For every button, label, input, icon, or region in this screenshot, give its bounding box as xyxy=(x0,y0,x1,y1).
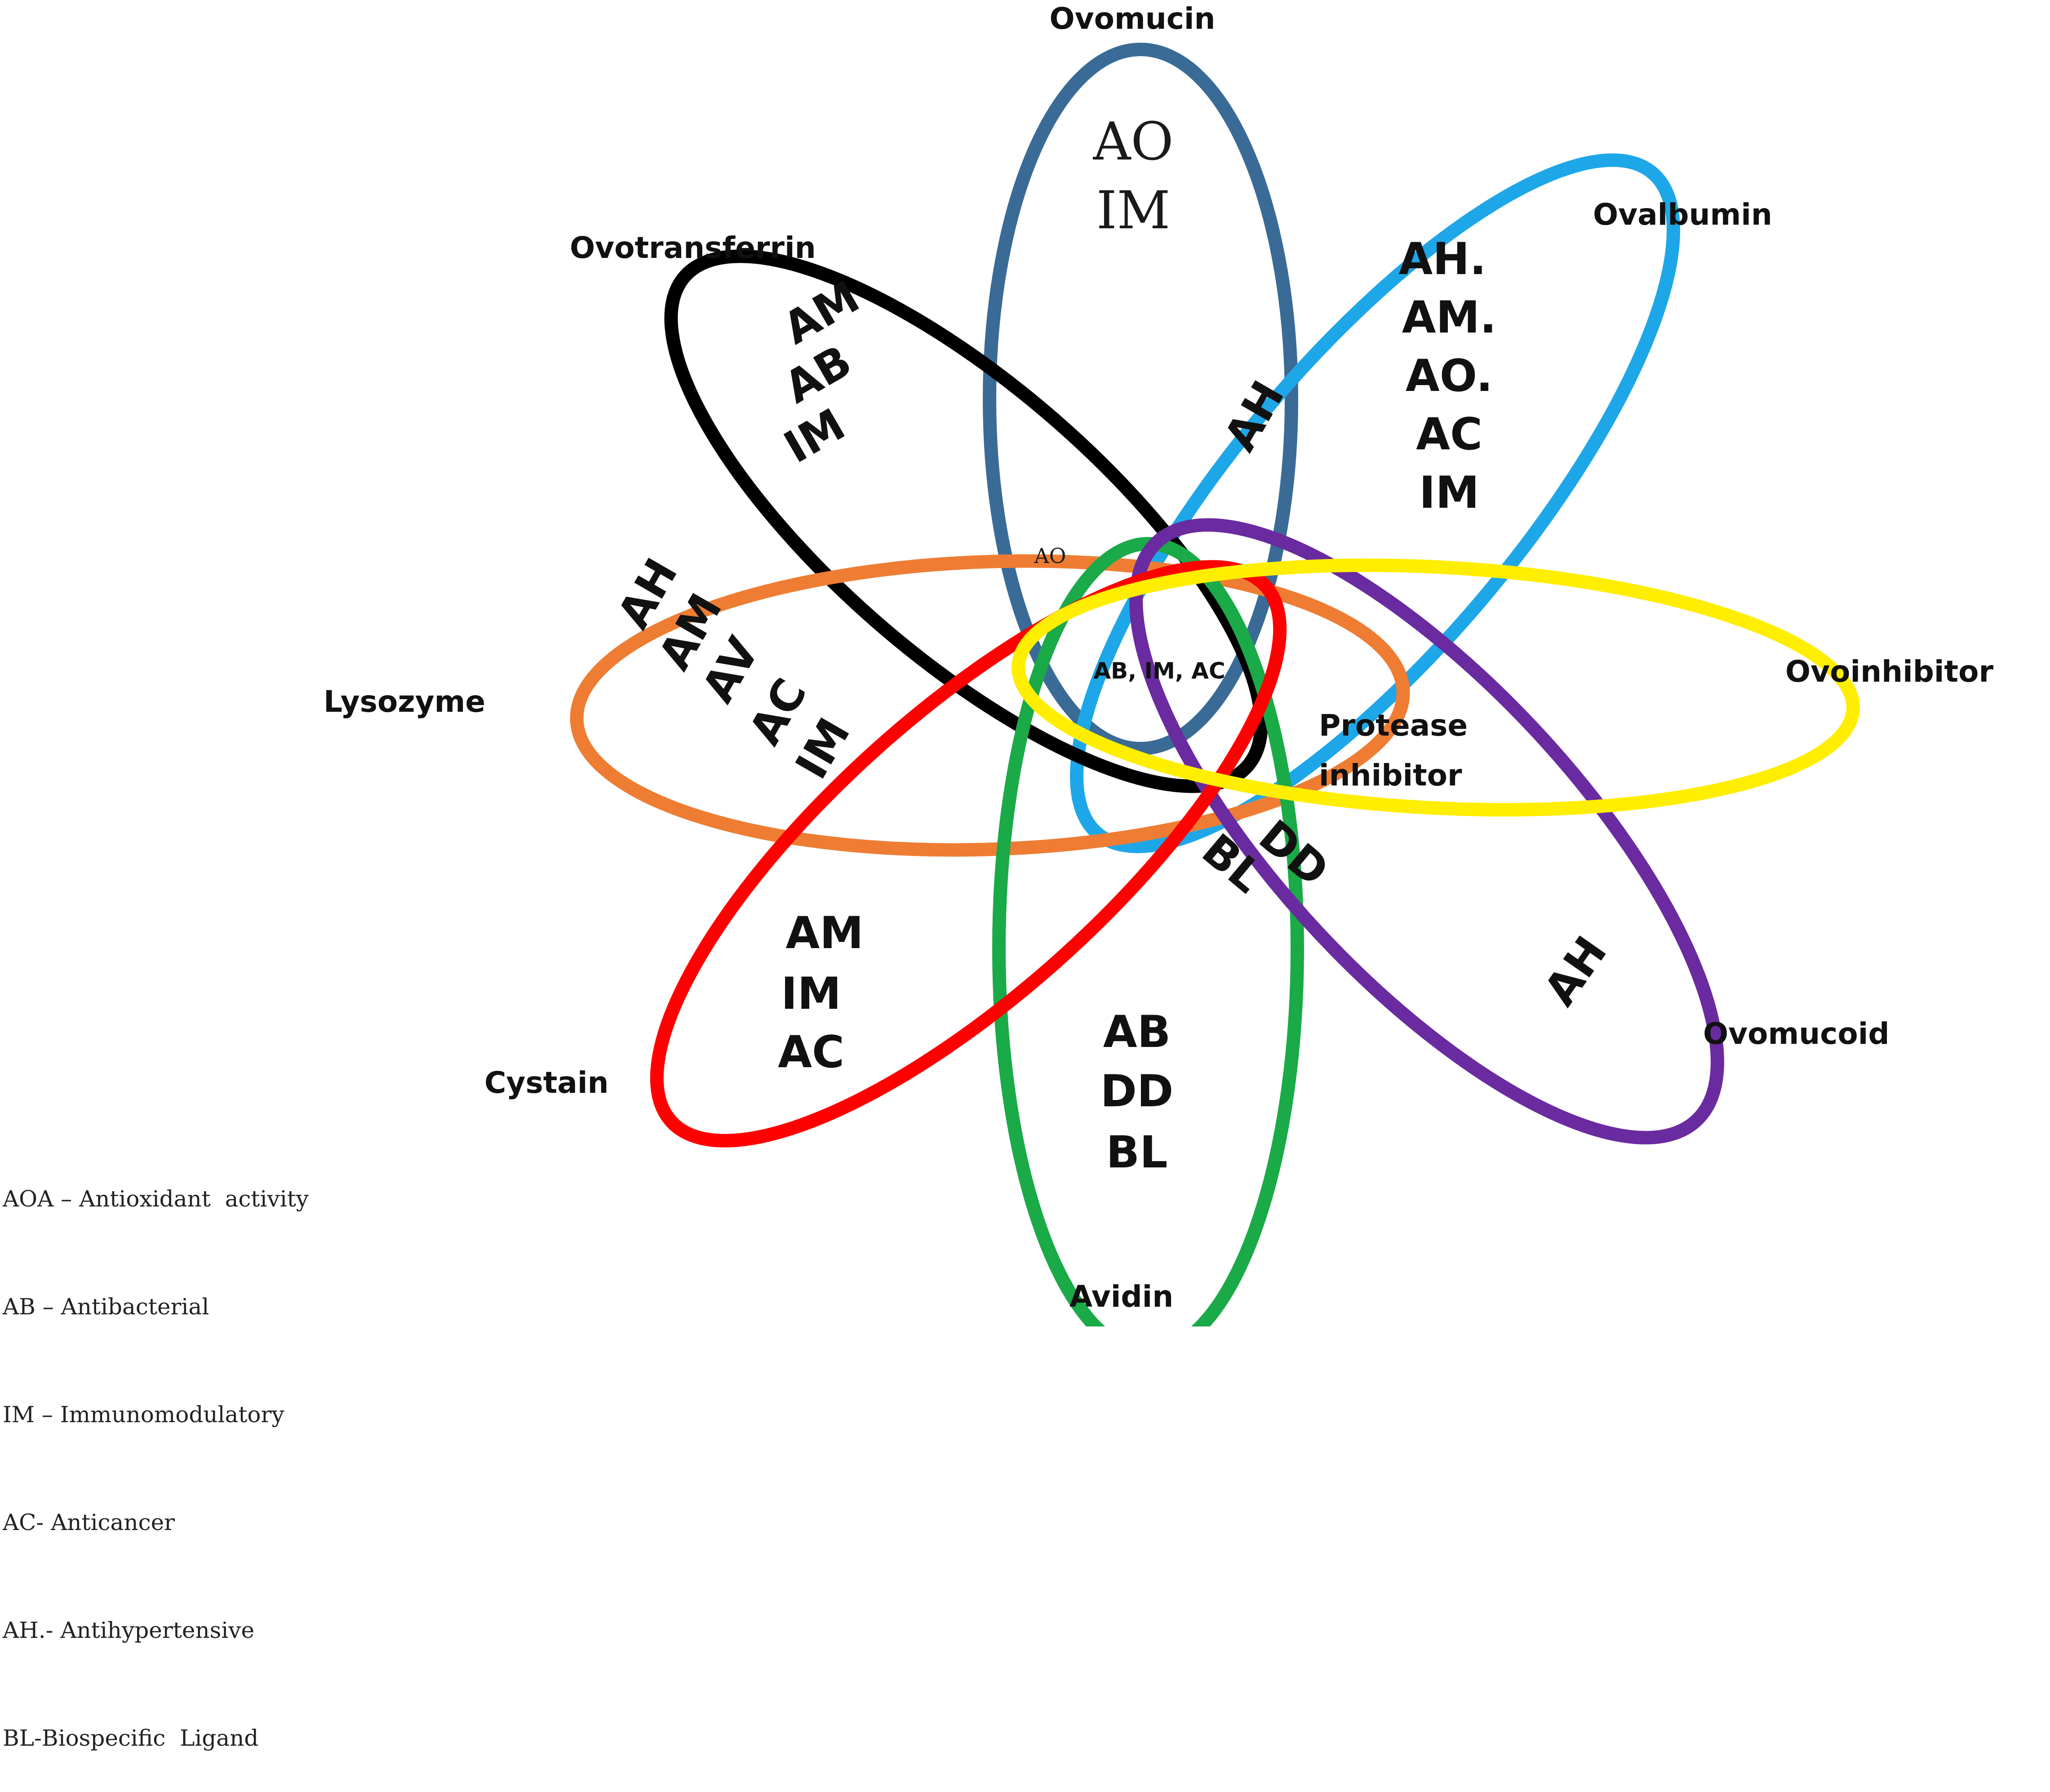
cystain-activity: IM xyxy=(781,968,841,1020)
legend-item: AOA – Antioxidant activity xyxy=(3,1186,309,1212)
ovomucin-ellipse xyxy=(983,43,1298,755)
lysozyme-ellipse xyxy=(570,554,1410,857)
ovomucin-label: Ovomucin xyxy=(1050,1,1216,36)
lysozyme-label: Lysozyme xyxy=(324,684,485,719)
avidin-activity: DD xyxy=(1100,1066,1174,1117)
avidin-activity: AB xyxy=(1103,1007,1171,1058)
ovomucin-activity: IM xyxy=(1096,180,1171,241)
legend-item: BL-Biospecific Ligand xyxy=(3,1725,259,1751)
ovalbumin-activity: IM xyxy=(1419,467,1479,519)
legend-item: IM – Immunomodulatory xyxy=(3,1402,284,1428)
ovotransferrin-label: Ovotransferrin xyxy=(570,231,816,265)
legend-item: AH.- Antihypertensive xyxy=(3,1617,255,1643)
ovoinhibitor-label: Ovoinhibitor xyxy=(1785,654,1993,689)
egg-protein-flower-diagram: Ovomucin Ovalbumin Ovotransferrin Lysozy… xyxy=(324,1,1993,1326)
center-small-activity: AO xyxy=(1034,544,1066,568)
center-activities: AB, IM, AC xyxy=(1093,658,1225,684)
cystain-activity: AM xyxy=(785,908,863,959)
abbreviation-legend: AOA – Antioxidant activity AB – Antibact… xyxy=(3,1109,309,1792)
ovalbumin-activity: AC xyxy=(1416,409,1482,460)
ovotransferrin-ellipse xyxy=(664,249,1268,793)
ovomucoid-activity: AH xyxy=(1535,927,1617,1015)
ovotransferrin-activity: AB xyxy=(776,336,860,414)
ovalbumin-label: Ovalbumin xyxy=(1593,197,1772,232)
ovomucoid-label: Ovomucoid xyxy=(1703,1016,1890,1051)
avidin-overlap-activity: DD xyxy=(1249,810,1338,896)
ovalbumin-activity: AO. xyxy=(1406,350,1493,402)
legend-item: AB – Antibacterial xyxy=(3,1294,209,1320)
protease-inhibitor-label: inhibitor xyxy=(1319,758,1462,793)
cystain-ellipse xyxy=(650,560,1287,1148)
ovalbumin-activity: AM. xyxy=(1402,292,1497,343)
cystain-label: Cystain xyxy=(484,1065,608,1100)
ovalbumin-activity: AH. xyxy=(1398,234,1486,285)
ovotransferrin-activity: IM xyxy=(776,399,854,474)
ovomucin-activity: AO xyxy=(1093,111,1174,172)
avidin-activity: BL xyxy=(1106,1127,1167,1178)
legend-item: AC- Anticancer xyxy=(3,1509,175,1535)
avidin-label: Avidin xyxy=(1069,1279,1173,1314)
ovalbumin-ellipse xyxy=(1070,153,1680,853)
cystain-activity: AC xyxy=(778,1027,844,1078)
protease-inhibitor-label: Protease xyxy=(1319,708,1468,743)
ovoinhibitor-ellipse xyxy=(1012,558,1860,817)
ovomucoid-ellipse xyxy=(1129,518,1724,1144)
